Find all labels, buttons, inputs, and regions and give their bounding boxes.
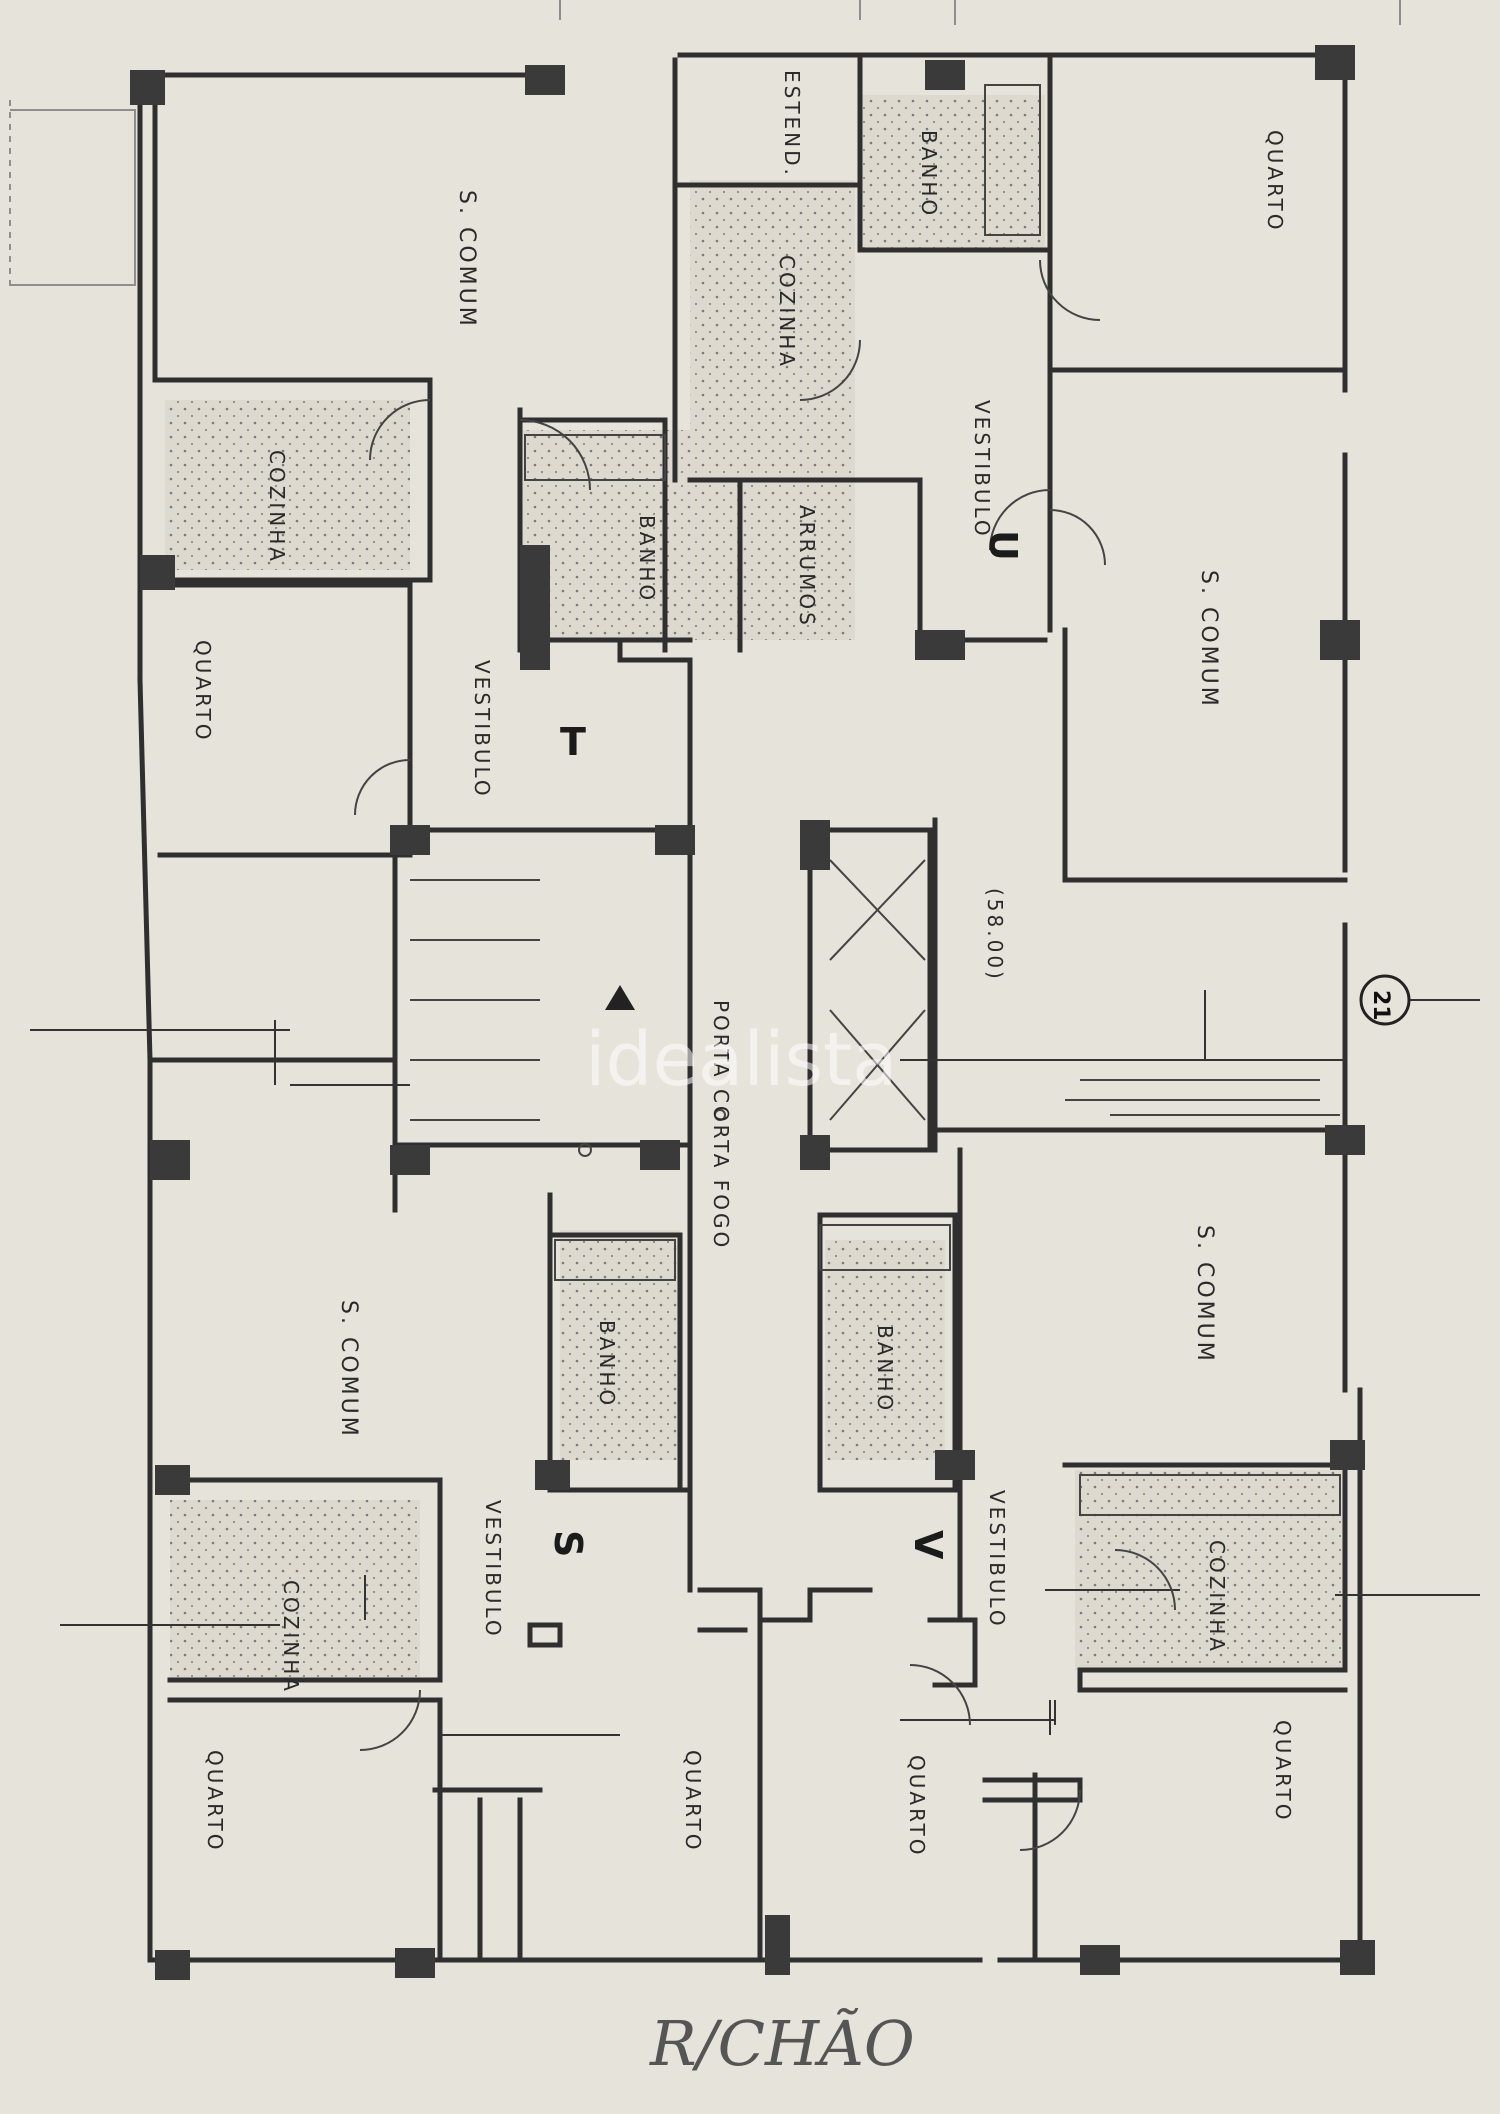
v-cozinha-label: COZINHA [1205,1540,1229,1654]
stair-arrow [605,985,635,1010]
axis-marker: 21 [1359,974,1411,1026]
u-sala-label: S. COMUM [1196,570,1221,709]
t-quarto-label: QUARTO [191,640,215,742]
u-vestibulo-label: VESTIBULO [970,400,994,539]
room-labels: S. COMUM ESTEND. COZINHA COZINHA BANHO Q… [191,70,1295,1857]
door-swings [354,259,1176,1851]
floor-note: R/CHÃO [649,2007,915,2080]
s-quarto-left-label: QUARTO [203,1750,227,1852]
u-arrumos-label: ARRUMOS [795,505,819,628]
s-quarto-right-label: QUARTO [681,1750,705,1852]
core-door-label: PORTA CORTA FOGO [709,1000,733,1250]
t-estendal-label: ESTEND. [780,70,804,178]
tiled-areas [165,95,1345,1680]
core-area-label: (58.00) [983,888,1007,982]
v-quarto-left-label: QUARTO [905,1755,929,1857]
v-vestibulo-label: VESTIBULO [985,1490,1009,1629]
axis-lines [30,990,1480,1736]
u-quarto-label: QUARTO [1263,130,1287,232]
fixtures [410,84,1341,1516]
s-cozinha-label: COZINHA [279,1580,303,1694]
walls [137,52,1363,1963]
axis-marker-label: 21 [1368,990,1393,1021]
unit-t-letter: T [560,720,586,764]
t-cozinha-top-label: COZINHA [775,255,799,369]
v-sala-label: S. COMUM [1192,1225,1217,1364]
s-banho-label: BANHO [595,1320,619,1408]
t-sala-label: S. COMUM [454,190,479,329]
s-sala-label: S. COMUM [336,1300,361,1439]
watermark: idealista [585,1017,897,1103]
pillars [130,45,1375,1980]
t-banho-label: BANHO [635,515,659,603]
v-banho-label: BANHO [873,1325,897,1413]
t-cozinha-left-label: COZINHA [265,450,289,564]
unit-u-letter: U [981,530,1025,561]
unit-letters: T U S V [546,530,1025,1560]
u-banho-label: BANHO [917,130,941,218]
v-quarto-right-label: QUARTO [1271,1720,1295,1822]
t-vestibulo-label: VESTIBULO [470,660,494,799]
s-vestibulo-label: VESTIBULO [481,1500,505,1639]
corner-sketch [9,0,1401,290]
unit-v-letter: V [906,1530,950,1560]
unit-s-letter: S [546,1530,590,1557]
